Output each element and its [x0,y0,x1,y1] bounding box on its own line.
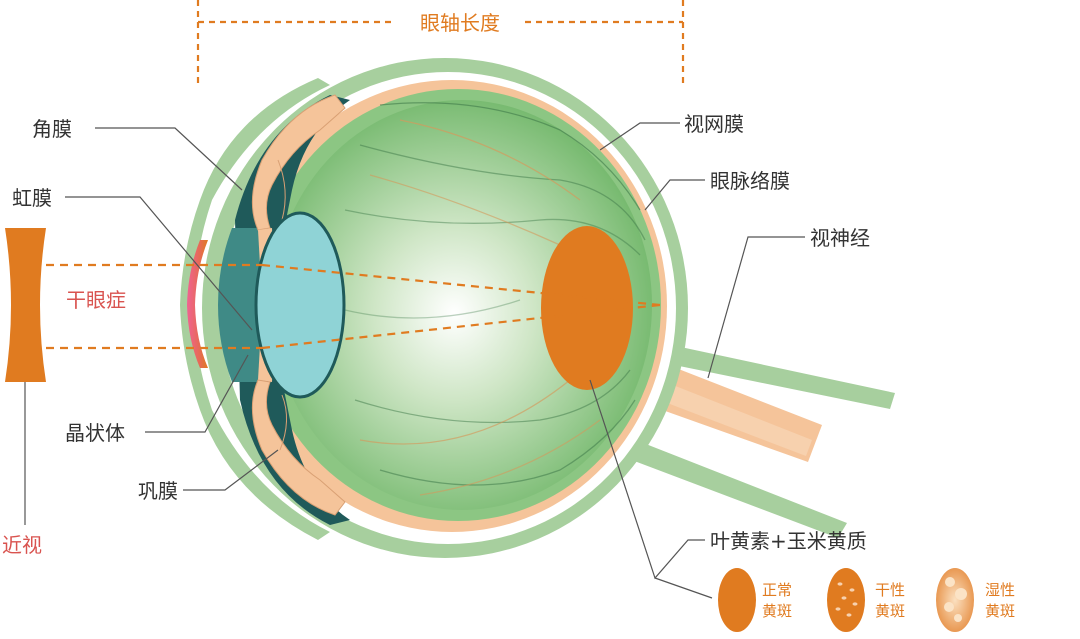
lutein-label: 叶黄素+玉米黄质 [710,529,867,553]
tear-film [187,240,208,368]
cornea [180,78,330,540]
normal-macula-label-1: 正常 [762,581,792,599]
dry-macula-label-1: 干性 [875,581,905,599]
sclera-label: 巩膜 [138,479,178,503]
choroid-label: 眼脉络膜 [710,169,790,193]
normal-macula-icon [718,568,756,632]
wet-macula-label-1: 湿性 [985,581,1015,599]
anterior-chamber [218,228,262,382]
myopia-label: 近视 [2,533,42,557]
macula [541,226,633,390]
axis-length-bracket [196,0,685,85]
lens [254,211,346,399]
cornea-label: 角膜 [32,117,72,141]
dry-eye-label: 干眼症 [66,288,126,312]
retina-vessels [344,102,646,496]
dry-macula-icon [827,568,865,632]
focus-lines [46,263,661,350]
vitreous-body [272,100,652,510]
lens-label: 晶状体 [65,421,125,445]
leader-lines [65,122,805,599]
normal-macula-label-2: 黄斑 [762,602,792,620]
axis-length-label: 眼轴长度 [420,11,500,35]
wet-macula-icon [936,568,974,632]
iris-label: 虹膜 [12,186,52,210]
optic-nerve-label: 视神经 [810,226,870,250]
wet-macula-label-2: 黄斑 [985,602,1015,620]
dry-macula-label-2: 黄斑 [875,602,905,620]
concave-lens-icon [5,228,46,382]
retina-label: 视网膜 [684,112,744,136]
